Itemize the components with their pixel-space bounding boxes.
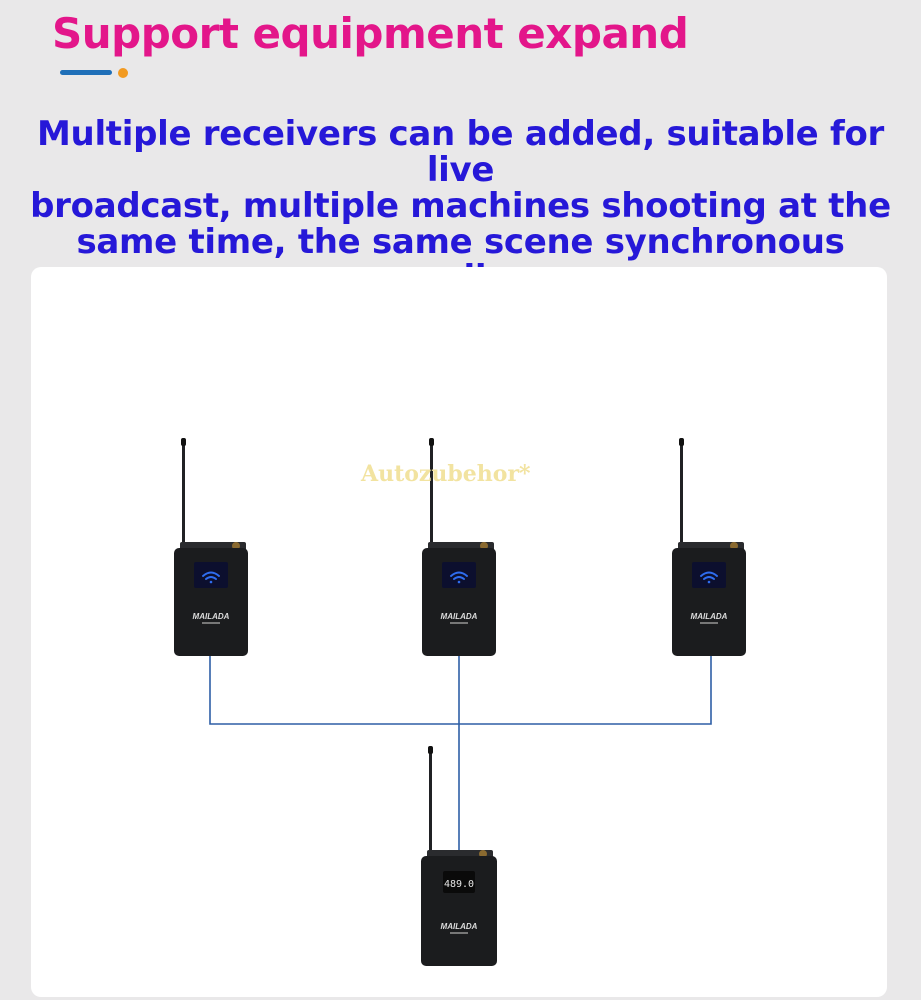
antenna-tip [181,438,186,446]
wifi-icon [202,571,220,584]
connector-left [209,656,459,725]
device-body [422,548,496,656]
antenna-tip [429,438,434,446]
brand-label: MAILADA [441,922,478,931]
device-screen [443,871,475,893]
receiver-device: MAILADA [672,438,746,656]
subtitle-line-2: broadcast, multiple machines shooting at… [30,186,891,226]
frequency-display: 489.0 [444,879,474,890]
subtitle-line-1: Multiple receivers can be added, suitabl… [37,114,884,190]
underline-dot [118,68,128,78]
device-body [421,856,497,966]
model-label [450,932,468,934]
antenna [182,438,185,546]
model-label [700,622,718,624]
antenna [429,746,432,854]
page-title: Support equipment expand [52,9,689,58]
antenna [430,438,433,546]
model-label [202,622,220,624]
connector-lines [209,656,712,858]
model-label [450,622,468,624]
brand-label: MAILADA [441,612,478,621]
receiver-device: MAILADA [422,438,496,656]
subtitle: Multiple receivers can be added, suitabl… [30,116,891,296]
device-body [174,548,248,656]
device-screen [692,562,726,588]
title-underline-decoration [60,68,140,78]
brand-label: MAILADA [691,612,728,621]
device-screen [442,562,476,588]
antenna-tip [428,746,433,754]
wifi-icon [700,571,718,584]
underline-bar [60,70,112,75]
antenna [680,438,683,546]
watermark: Autozubehor* [361,461,531,487]
receiver-device: MAILADA [174,438,248,656]
antenna-tip [679,438,684,446]
device-body [672,548,746,656]
wifi-icon [450,571,468,584]
device-screen [194,562,228,588]
brand-label: MAILADA [193,612,230,621]
transmitter-device: 489.0 MAILADA [421,746,497,966]
connector-right [459,656,712,725]
